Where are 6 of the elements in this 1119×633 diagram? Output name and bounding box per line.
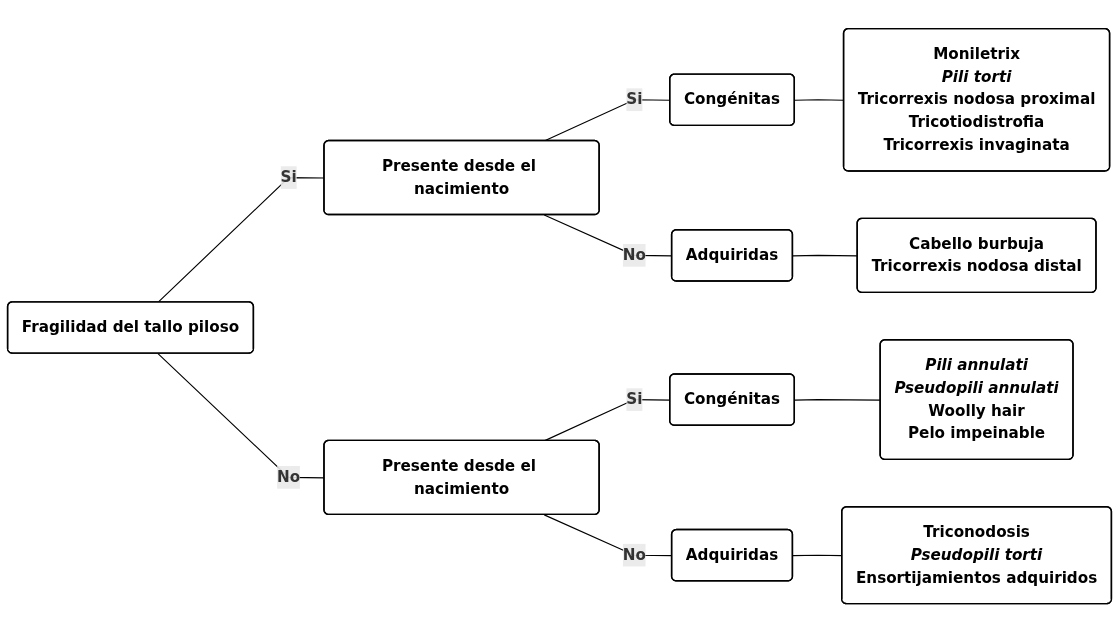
edge-label: Si bbox=[626, 390, 643, 409]
edge-label: Si bbox=[280, 168, 297, 187]
edge-label: No bbox=[277, 468, 301, 487]
edge-label: No bbox=[622, 246, 647, 265]
edge-label: No bbox=[622, 546, 647, 565]
edge-label: Si bbox=[626, 90, 643, 109]
